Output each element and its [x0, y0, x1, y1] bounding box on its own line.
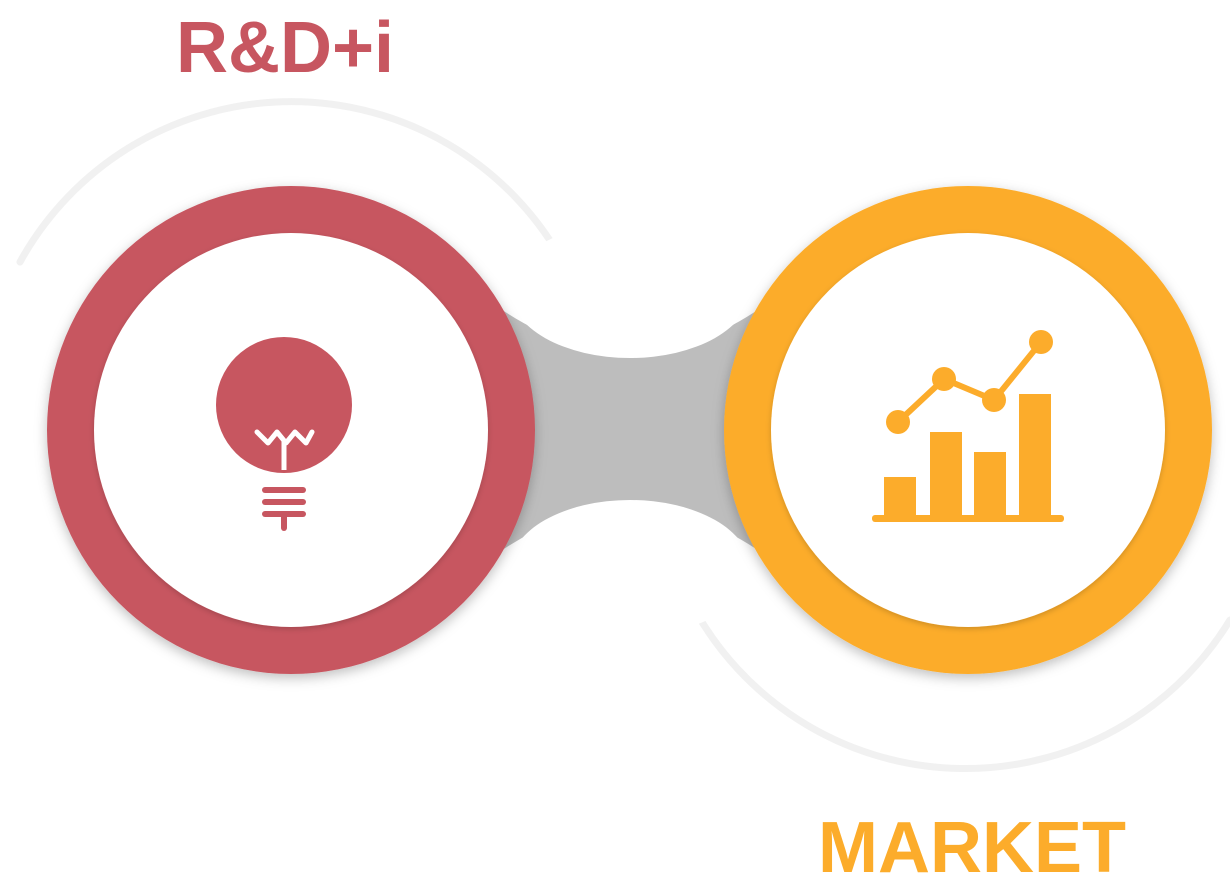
connector-top-notch — [510, 222, 750, 358]
connector-bridge — [495, 305, 765, 555]
right-inner-disc — [771, 233, 1165, 627]
market-label: MARKET — [818, 808, 1126, 888]
growth-chart-icon — [872, 330, 1064, 522]
connector-bottom-notch — [510, 500, 750, 636]
lower-arc — [692, 608, 1230, 773]
lightbulb-icon — [216, 337, 352, 531]
right-node — [724, 186, 1212, 674]
upper-arc — [16, 98, 567, 266]
rdi-label: R&D+i — [176, 8, 395, 88]
